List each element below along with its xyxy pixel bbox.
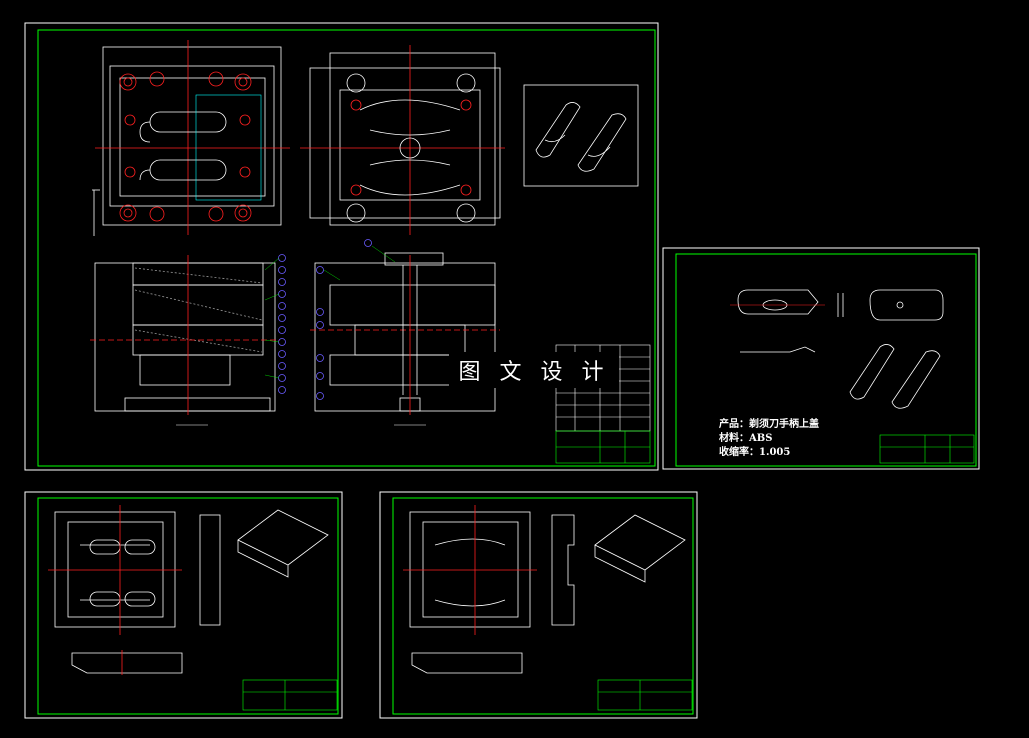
plan-view-fixed-half (300, 45, 505, 235)
product-title-block (879, 434, 975, 464)
section-b-b-view (90, 254, 286, 415)
product-views (730, 289, 944, 409)
cavity-plate-sheet (379, 491, 698, 719)
shrinkage-line: 收缩率：1.005 (719, 447, 791, 458)
product-name-line: 产品：剃须刀手柄上盖 (719, 419, 819, 430)
assembly-title-block (555, 344, 651, 464)
product-iso-view-box (523, 84, 639, 187)
material-line: 材料：ABS (719, 433, 773, 444)
core-title-block (242, 679, 338, 711)
section-a-a-view (310, 239, 500, 415)
plan-view-moving-half (92, 40, 290, 236)
cavity-title-block (597, 679, 693, 711)
assembly-sheet (24, 22, 659, 471)
watermark-text: 图 文 设 计 (449, 352, 619, 388)
product-sheet (662, 247, 980, 470)
core-plate-sheet (24, 491, 343, 719)
